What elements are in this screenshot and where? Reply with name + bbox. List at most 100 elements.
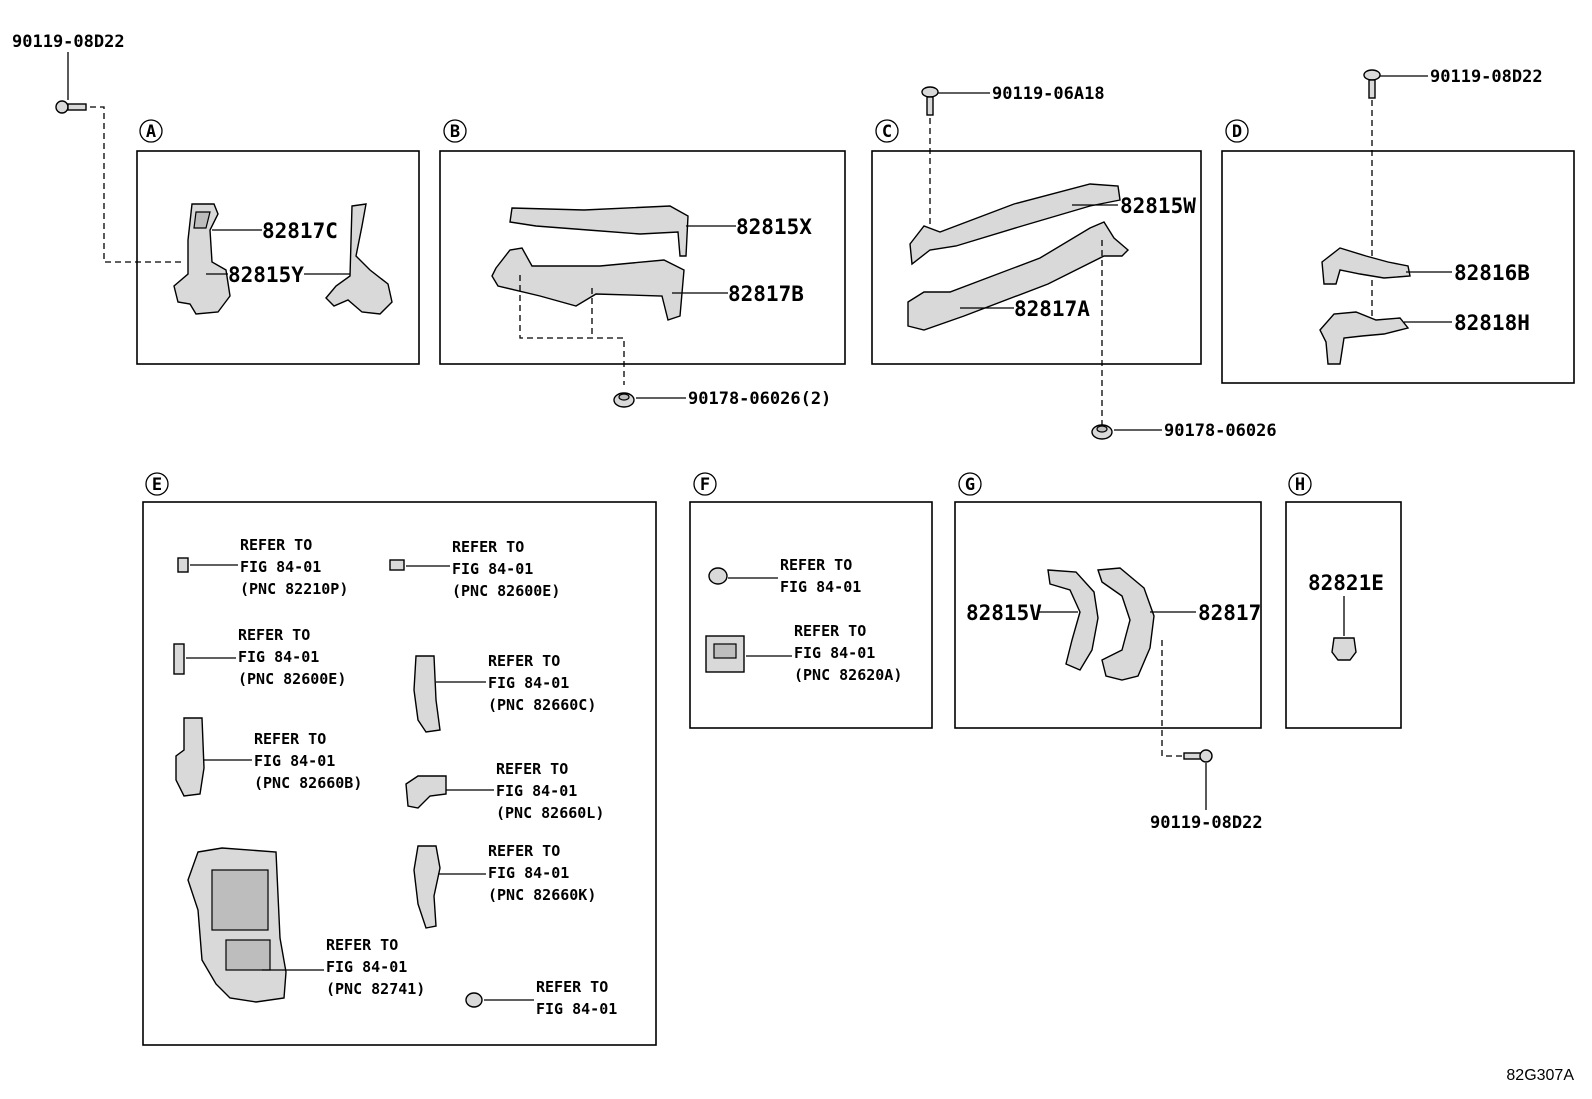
part-label-82815w: 82815W xyxy=(1120,194,1196,218)
part-label-82818h: 82818H xyxy=(1454,311,1530,335)
svg-text:FIG 84-01: FIG 84-01 xyxy=(488,674,569,692)
svg-text:(PNC 82660C): (PNC 82660C) xyxy=(488,696,596,714)
svg-text:F: F xyxy=(700,475,710,495)
svg-text:H: H xyxy=(1295,475,1305,495)
svg-text:REFER TO: REFER TO xyxy=(488,652,560,670)
clip-icon xyxy=(1331,637,1357,661)
bracket-82817c-icon xyxy=(173,203,231,315)
svg-text:REFER TO: REFER TO xyxy=(496,760,568,778)
svg-text:A: A xyxy=(146,122,156,142)
section-box-a xyxy=(136,150,420,365)
part-label-82817b: 82817B xyxy=(728,282,804,306)
section-marker-a: A xyxy=(139,119,163,143)
rail-82815x-icon xyxy=(509,205,689,257)
svg-text:(PNC 82210P): (PNC 82210P) xyxy=(240,580,348,598)
svg-text:FIG 84-01: FIG 84-01 xyxy=(794,644,875,662)
module-icon xyxy=(705,635,745,673)
fastener-label-a: 90119-08D22 xyxy=(12,32,125,52)
section-marker-c: C xyxy=(875,119,899,143)
section-box-d xyxy=(1221,150,1575,384)
svg-text:FIG 84-01: FIG 84-01 xyxy=(326,958,407,976)
part-label-82815x: 82815X xyxy=(736,215,812,239)
rail-82817a-icon xyxy=(907,221,1130,331)
relay-block-icon xyxy=(405,775,447,809)
svg-text:REFER TO: REFER TO xyxy=(238,626,310,644)
fastener-label-c-top: 90119-06A18 xyxy=(992,84,1105,104)
svg-text:FIG 84-01: FIG 84-01 xyxy=(452,560,533,578)
bracket-82815y-icon xyxy=(325,203,393,315)
figure-code: 82G307A xyxy=(1506,1067,1574,1084)
svg-text:REFER TO: REFER TO xyxy=(326,936,398,954)
section-box-e xyxy=(142,501,657,1046)
section-marker-b: B xyxy=(443,119,467,143)
fastener-label-d: 90119-08D22 xyxy=(1430,67,1543,87)
svg-text:G: G xyxy=(965,475,975,495)
section-marker-d: D xyxy=(1225,119,1249,143)
connector-icon xyxy=(389,559,405,571)
svg-text:(PNC 82600E): (PNC 82600E) xyxy=(238,670,346,688)
svg-text:(PNC 82741): (PNC 82741) xyxy=(326,980,425,998)
svg-text:REFER TO: REFER TO xyxy=(780,556,852,574)
relay-block-icon xyxy=(413,845,441,929)
bolt-icon xyxy=(1183,749,1213,763)
section-box-h xyxy=(1285,501,1402,729)
clip-icon xyxy=(465,992,483,1008)
section-box-c xyxy=(871,150,1202,365)
svg-text:REFER TO: REFER TO xyxy=(536,978,608,996)
section-marker-f: F xyxy=(693,472,717,496)
svg-text:FIG 84-01: FIG 84-01 xyxy=(780,578,861,596)
part-label-82815v: 82815V xyxy=(966,601,1042,625)
rail-82817b-icon xyxy=(491,247,685,321)
part-label-82817: 82817 xyxy=(1198,601,1261,625)
svg-text:FIG 84-01: FIG 84-01 xyxy=(240,558,321,576)
svg-text:(PNC 82660L): (PNC 82660L) xyxy=(496,804,604,822)
part-label-82816b: 82816B xyxy=(1454,261,1530,285)
nut-icon xyxy=(613,392,635,408)
connector-icon xyxy=(177,557,189,573)
nut-icon xyxy=(1091,424,1113,440)
section-box-b xyxy=(439,150,846,365)
bolt-icon xyxy=(1363,69,1381,99)
part-label-82817a: 82817A xyxy=(1014,297,1090,321)
svg-text:D: D xyxy=(1232,122,1242,142)
svg-text:REFER TO: REFER TO xyxy=(240,536,312,554)
svg-text:REFER TO: REFER TO xyxy=(488,842,560,860)
section-box-g xyxy=(954,501,1262,729)
section-marker-h: H xyxy=(1288,472,1312,496)
bracket-82817-icon xyxy=(1097,567,1155,681)
part-label-82821e: 82821E xyxy=(1308,571,1384,595)
bracket-82815v-icon xyxy=(1047,569,1099,671)
section-box-f xyxy=(689,501,933,729)
svg-text:FIG 84-01: FIG 84-01 xyxy=(496,782,577,800)
svg-text:REFER TO: REFER TO xyxy=(794,622,866,640)
svg-text:E: E xyxy=(152,475,162,495)
bracket-82816b-icon xyxy=(1321,247,1411,285)
fastener-label-c-bottom: 90178-06026 xyxy=(1164,421,1277,441)
svg-text:REFER TO: REFER TO xyxy=(452,538,524,556)
section-marker-e: E xyxy=(145,472,169,496)
svg-text:C: C xyxy=(882,122,892,142)
svg-text:FIG 84-01: FIG 84-01 xyxy=(536,1000,617,1018)
section-marker-g: G xyxy=(958,472,982,496)
svg-text:FIG 84-01: FIG 84-01 xyxy=(488,864,569,882)
rail-82815w-icon xyxy=(909,183,1121,266)
svg-text:(PNC 82620A): (PNC 82620A) xyxy=(794,666,902,684)
part-label-82815y: 82815Y xyxy=(228,263,304,287)
connector-icon xyxy=(173,643,185,675)
svg-text:(PNC 82660K): (PNC 82660K) xyxy=(488,886,596,904)
svg-text:(PNC 82660B): (PNC 82660B) xyxy=(254,774,362,792)
fastener-label-g: 90119-08D22 xyxy=(1150,813,1263,833)
part-label-82817c: 82817C xyxy=(262,219,338,243)
bracket-82818h-icon xyxy=(1319,311,1410,365)
svg-text:B: B xyxy=(450,122,460,142)
svg-text:FIG 84-01: FIG 84-01 xyxy=(254,752,335,770)
fastener-label-b: 90178-06026(2) xyxy=(688,389,831,409)
clip-icon xyxy=(708,567,728,585)
relay-block-icon xyxy=(175,717,205,797)
relay-block-icon xyxy=(413,655,441,733)
svg-text:FIG 84-01: FIG 84-01 xyxy=(238,648,319,666)
svg-text:REFER TO: REFER TO xyxy=(254,730,326,748)
bolt-icon xyxy=(55,100,87,114)
svg-text:(PNC 82600E): (PNC 82600E) xyxy=(452,582,560,600)
